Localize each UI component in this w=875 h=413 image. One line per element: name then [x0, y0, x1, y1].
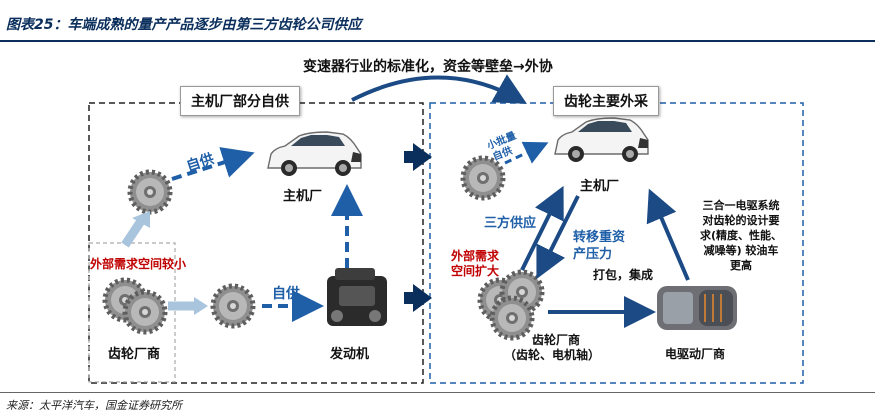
- label-oem-left: 主机厂: [283, 189, 323, 204]
- arrow-transfer-pressure: [536, 195, 580, 280]
- gear-icon-right-small: [463, 158, 503, 198]
- note-line-1: 三合一电驱系统: [702, 199, 780, 212]
- note-line-4: 减噪等) 较油车: [703, 244, 779, 257]
- note-line-5: 更高: [730, 259, 753, 272]
- label-external-demand-1: 外部需求: [451, 249, 500, 263]
- car-icon-right: [554, 117, 649, 163]
- gear-icon-left-mid: [213, 286, 253, 326]
- left-dashed-box: [88, 102, 424, 384]
- label-third-party-supply: 三方供应: [484, 216, 537, 231]
- arrow-self-supply-top: [171, 147, 255, 181]
- label-gear-maker-left: 齿轮厂商: [108, 347, 161, 362]
- label-edrive: 电驱动厂商: [665, 347, 726, 361]
- label-self-supply-bottom: 自供: [272, 286, 300, 302]
- source-rule: [0, 392, 875, 393]
- label-gear-maker-sub: （齿轮、电机轴）: [504, 348, 601, 362]
- arrow-light-up: [121, 215, 147, 248]
- arrow-edrive-to-oem: [646, 188, 690, 281]
- top-curved-arrow: [351, 74, 527, 104]
- label-external-demand-2: 空间扩大: [451, 264, 500, 278]
- left-box-title: 主机厂部分自供: [180, 86, 300, 116]
- left-inner-dashed-box: [88, 242, 176, 383]
- gear-icon-right-c: [492, 298, 532, 338]
- right-dashed-box: [429, 102, 804, 384]
- engine-icon-left: [327, 268, 387, 326]
- label-transfer-2: 产压力: [573, 247, 613, 262]
- label-external-demand-small: 外部需求空间较小: [90, 257, 187, 271]
- label-engine: 发动机: [330, 347, 370, 362]
- note-three-in-one: 三合一电驱系统 对齿轮的设计要 求(精度、性能、 减噪等) 较油车 更高: [700, 198, 782, 273]
- chevron-upper: [404, 143, 432, 171]
- title-rule: [0, 40, 875, 42]
- label-gear-maker-right: 齿轮厂商: [532, 333, 581, 347]
- note-line-3: 求(精度、性能、: [700, 229, 783, 242]
- figure-title: 图表25：车端成熟的量产产品逐步由第三方齿轮公司供应: [6, 17, 362, 33]
- arrow-third-party-supply: [520, 185, 564, 271]
- top-caption: 变速器行业的标准化，资金等壁垒→外协: [303, 59, 553, 75]
- chevron-lower: [404, 284, 432, 312]
- note-line-2: 对齿轮的设计要: [702, 214, 780, 227]
- label-oem-right: 主机厂: [580, 179, 620, 194]
- label-pack-integrate: 打包，集成: [593, 268, 654, 282]
- gear-icon-left-top: [130, 172, 170, 212]
- edrive-unit-icon: [657, 286, 737, 330]
- right-box-title: 齿轮主要外采: [553, 86, 659, 116]
- source-note: 来源：太平洋汽车，国金证券研究所: [6, 399, 182, 412]
- car-icon-left: [267, 131, 362, 177]
- gear-icon-left-bottom-b: [125, 292, 165, 332]
- label-transfer-1: 转移重资: [573, 230, 626, 245]
